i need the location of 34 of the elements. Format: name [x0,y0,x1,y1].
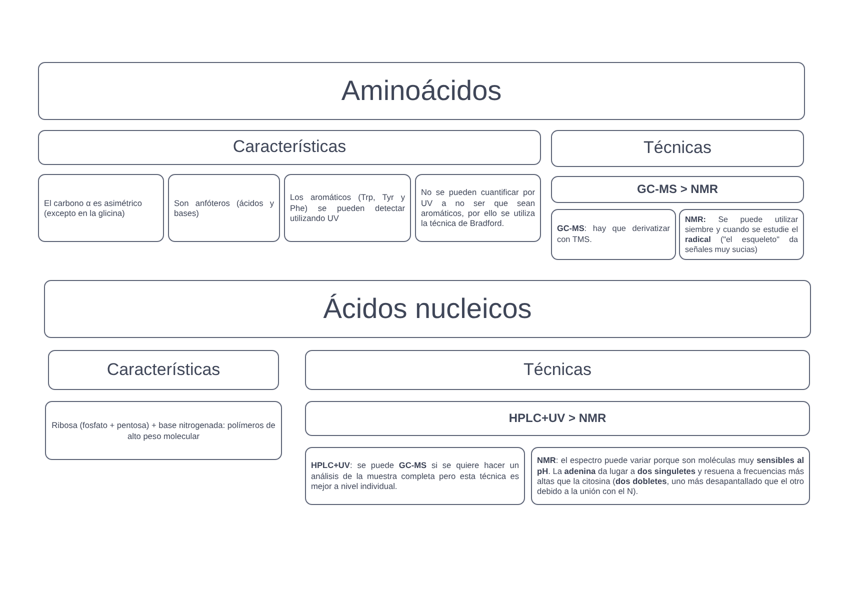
heading-box [551,130,804,167]
heading-text: GC-MS > NMR [636,182,719,196]
heading-text: Características [106,360,222,380]
heading-text: Ácidos nucleicos [322,294,533,324]
note-box [679,209,804,260]
note-box [305,447,525,505]
note-text: NMR: Se puede utilizar siembre y cuando se estudie el radical ("el esqueleto" da señales muy sucias) [685,214,798,254]
note-text: No se pueden cuantificar por UV a no ser que sean aromáticos, por ello se utiliza la técnica de Bradford. [421,187,535,229]
note-box [551,209,676,260]
note-box [531,447,810,505]
heading-text: Técnicas [522,360,593,380]
heading-text: Técnicas [642,139,713,158]
note-box [168,174,280,242]
subheading-box [305,401,810,436]
title-box [38,62,805,120]
heading-box [38,130,541,165]
note-text: Son anfóteros (ácidos y bases) [174,198,274,218]
note-text: GC-MS: hay que derivatizar con TMS. [557,224,670,245]
note-text: Los aromáticos (Trp, Tyr y Phe) se pueden detectar utilizando UV [290,192,405,224]
heading-text: HPLC+UV > NMR [508,412,608,426]
note-text: HPLC+UV: se puede GC-MS si se quiere hacer un análisis de la muestra completa pero esta técnica es mejor a nivel individual. [311,460,519,492]
title-box [44,280,811,338]
note-box [284,174,411,242]
note-box [415,174,541,242]
note-text: NMR: el espectro puede variar porque son moléculas muy sensibles al pH. La adenina da lugar a dos singuletes y resuena a frecuencias más altas que la citosina (dos dobletes, uno más desapantallado que el otro debido a la unión con el N). [537,455,804,497]
note-text: El carbono α es asimétrico (excepto en la glicina) [44,198,143,218]
subheading-box [551,176,804,203]
heading-box [305,350,810,390]
note-box [38,174,164,242]
note-text: Ribosa (fosfato + pentosa) + base nitrogenada: polímeros de alto peso molecular [51,420,276,441]
note-box [45,401,282,460]
heading-box [48,350,279,390]
heading-text: Características [232,138,348,157]
heading-text: Aminoácidos [340,76,503,106]
